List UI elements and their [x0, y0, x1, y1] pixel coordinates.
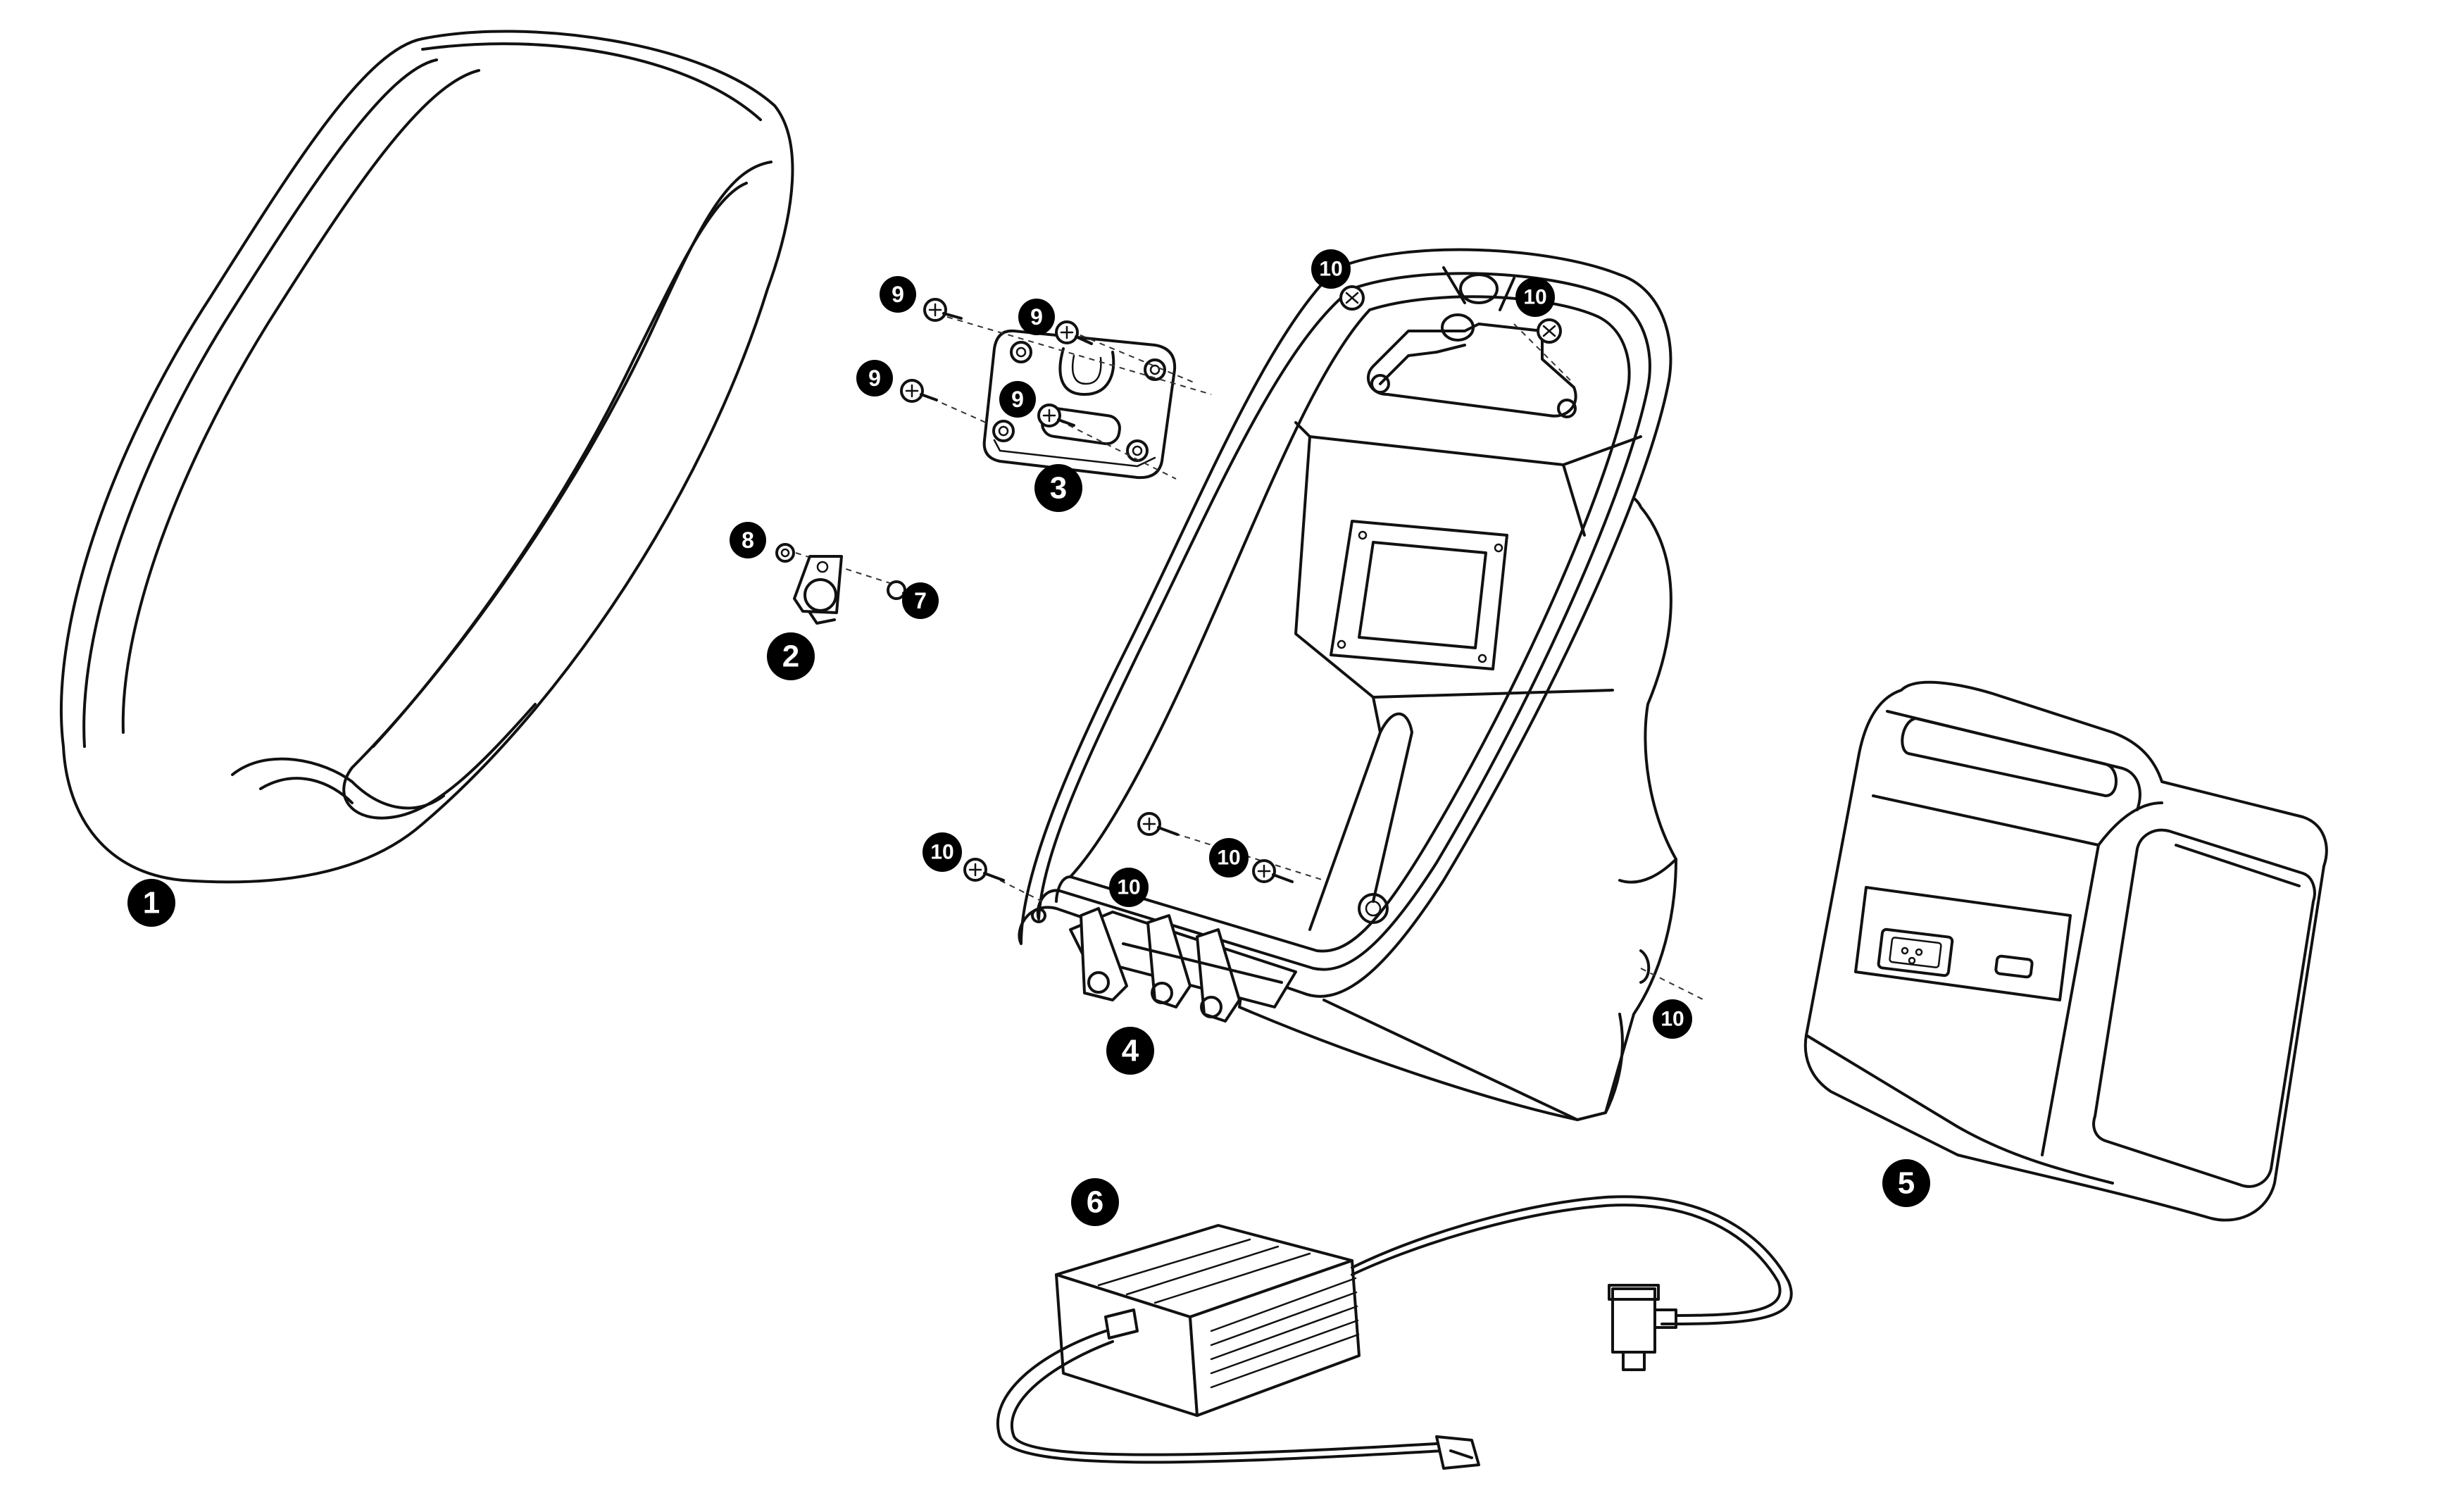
callout-10-a: 10 — [1311, 249, 1351, 289]
callout-10-b-label: 10 — [1523, 286, 1546, 309]
callout-2-label: 2 — [782, 639, 799, 674]
callout-4: 4 — [1106, 1027, 1154, 1075]
screw-9-d — [1037, 404, 1075, 427]
screw-10-a — [1339, 285, 1365, 311]
screw-10-c — [963, 858, 1005, 882]
callout-5-label: 5 — [1898, 1166, 1915, 1201]
callout-9-d-label: 9 — [1011, 387, 1024, 412]
callout-9-b-label: 9 — [1030, 304, 1043, 330]
callout-10-e: 10 — [1209, 838, 1249, 877]
callout-2: 2 — [767, 632, 815, 680]
part-3-mounting-plate — [982, 329, 1177, 480]
callout-10-b: 10 — [1515, 277, 1555, 317]
part-1-cushion — [59, 30, 794, 884]
callout-9-a-label: 9 — [892, 282, 904, 307]
callout-10-f-label: 10 — [1661, 1008, 1684, 1031]
callout-6-label: 6 — [1087, 1185, 1103, 1220]
screw-10-b — [1537, 318, 1562, 344]
screw-10-d — [1137, 812, 1179, 836]
callout-3: 3 — [1034, 464, 1082, 512]
part-4-frame-base — [1018, 248, 1677, 1121]
part-6-charger — [996, 1195, 1793, 1470]
part-5-battery-box — [1803, 680, 2328, 1222]
callout-10-a-label: 10 — [1319, 258, 1342, 281]
screw-10-e — [1252, 859, 1294, 883]
callout-10-d-label: 10 — [1117, 876, 1140, 899]
callout-1-label: 1 — [143, 886, 160, 920]
callout-9-b: 9 — [1018, 299, 1055, 335]
callout-3-label: 3 — [1050, 471, 1067, 506]
callout-5: 5 — [1882, 1159, 1930, 1207]
screw-set-10 — [963, 285, 1705, 1001]
callout-10-c-label: 10 — [930, 841, 953, 864]
callout-10-c: 10 — [923, 832, 962, 872]
callout-9-d: 9 — [999, 381, 1036, 418]
part-2-latch — [775, 543, 920, 625]
callout-10-f: 10 — [1653, 999, 1692, 1039]
screw-set-9 — [900, 298, 1212, 480]
callout-4-label: 4 — [1122, 1034, 1139, 1068]
screw-9-c — [900, 379, 938, 403]
callout-6: 6 — [1071, 1178, 1119, 1226]
callout-7-label: 7 — [914, 588, 927, 613]
screw-9-a — [923, 298, 963, 322]
callout-9-a: 9 — [880, 276, 916, 313]
callout-9-c: 9 — [856, 360, 893, 396]
callout-1: 1 — [127, 879, 175, 927]
callout-8: 8 — [730, 522, 766, 558]
callout-9-c-label: 9 — [868, 365, 881, 391]
screw-9-b — [1055, 320, 1093, 345]
callout-7: 7 — [902, 582, 939, 619]
callout-10-d: 10 — [1109, 868, 1149, 907]
callout-10-e-label: 10 — [1217, 846, 1240, 870]
callout-8-label: 8 — [742, 527, 754, 553]
